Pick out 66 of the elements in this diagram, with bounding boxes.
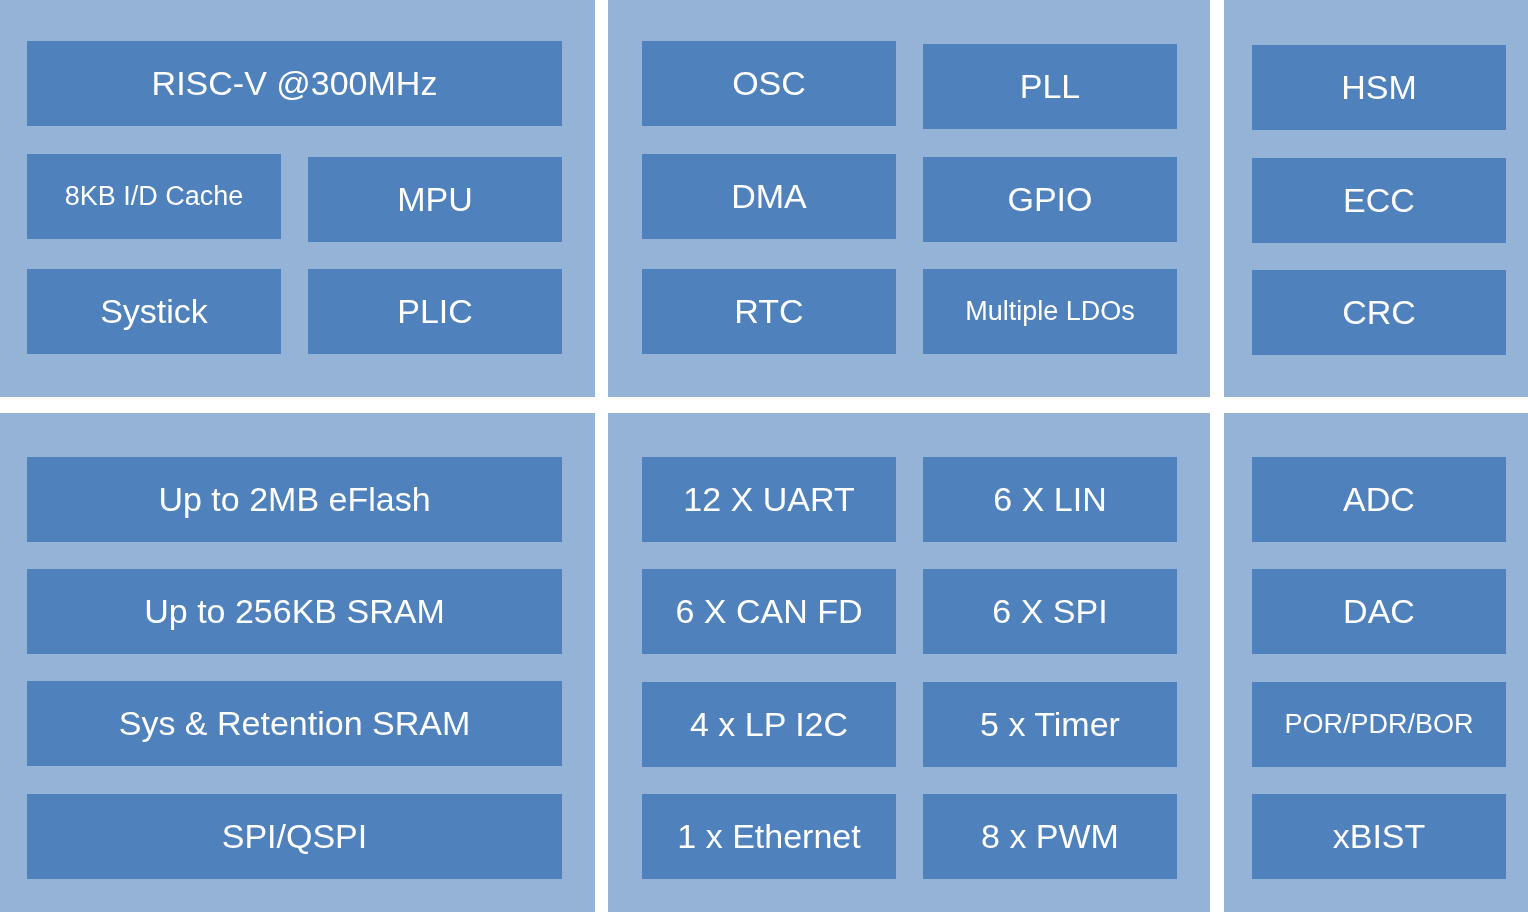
module-label: PLIC — [397, 292, 473, 331]
module-label: POR/PDR/BOR — [1284, 709, 1474, 740]
module-label: SPI/QSPI — [221, 817, 368, 856]
module-block — [1252, 45, 1506, 130]
module-block — [923, 269, 1177, 354]
panel — [1224, 413, 1528, 912]
module-label: Multiple LDOs — [965, 296, 1135, 327]
module-block — [27, 457, 562, 542]
module-block — [27, 681, 562, 766]
module-label: Sys & Retention SRAM — [118, 704, 471, 743]
module-label: Up to 256KB SRAM — [144, 592, 445, 631]
module-label: MPU — [397, 180, 473, 219]
module-block — [642, 41, 896, 126]
module-block — [27, 569, 562, 654]
module-label: 6 X CAN FD — [675, 592, 863, 631]
module-label: 6 X LIN — [993, 480, 1107, 519]
module-label: RISC-V @300MHz — [151, 64, 438, 103]
module-label: 5 x Timer — [980, 705, 1120, 744]
module-label: 4 x LP I2C — [689, 705, 849, 744]
module-label: PLL — [1019, 67, 1081, 106]
module-label: Up to 2MB eFlash — [158, 480, 431, 519]
module-block — [923, 682, 1177, 767]
module-label: OSC — [732, 64, 806, 103]
module-label: 8KB I/D Cache — [64, 181, 244, 212]
panel — [1224, 0, 1528, 397]
module-block — [923, 794, 1177, 879]
module-block — [27, 41, 562, 126]
module-block — [27, 269, 281, 354]
module-label: RTC — [734, 292, 804, 331]
module-block — [27, 154, 281, 239]
module-block — [1252, 569, 1506, 654]
module-block — [1252, 682, 1506, 767]
module-label: xBIST — [1332, 817, 1426, 856]
module-label: DAC — [1343, 592, 1415, 631]
panel — [0, 0, 595, 397]
module-block — [923, 157, 1177, 242]
module-block — [1252, 158, 1506, 243]
module-block — [923, 457, 1177, 542]
panel — [608, 0, 1210, 397]
module-block — [642, 682, 896, 767]
module-block — [642, 794, 896, 879]
module-block — [642, 269, 896, 354]
panel — [608, 413, 1210, 912]
module-block — [1252, 270, 1506, 355]
module-label: 1 x Ethernet — [677, 817, 861, 856]
module-block — [308, 269, 562, 354]
module-label: 8 x PWM — [981, 817, 1119, 856]
module-block — [642, 457, 896, 542]
module-label: 6 X SPI — [992, 592, 1108, 631]
module-block — [1252, 457, 1506, 542]
panel — [0, 413, 595, 912]
module-block — [923, 569, 1177, 654]
module-label: CRC — [1342, 293, 1416, 332]
module-label: HSM — [1341, 68, 1417, 107]
module-label: ADC — [1343, 480, 1415, 519]
module-block — [308, 157, 562, 242]
module-label: 12 X UART — [683, 480, 855, 519]
module-label: DMA — [731, 177, 807, 216]
module-label: ECC — [1343, 181, 1415, 220]
module-block — [642, 569, 896, 654]
module-label: Systick — [100, 292, 208, 331]
module-block — [923, 44, 1177, 129]
module-block — [642, 154, 896, 239]
module-block — [1252, 794, 1506, 879]
module-label: GPIO — [1007, 180, 1093, 219]
module-block — [27, 794, 562, 879]
